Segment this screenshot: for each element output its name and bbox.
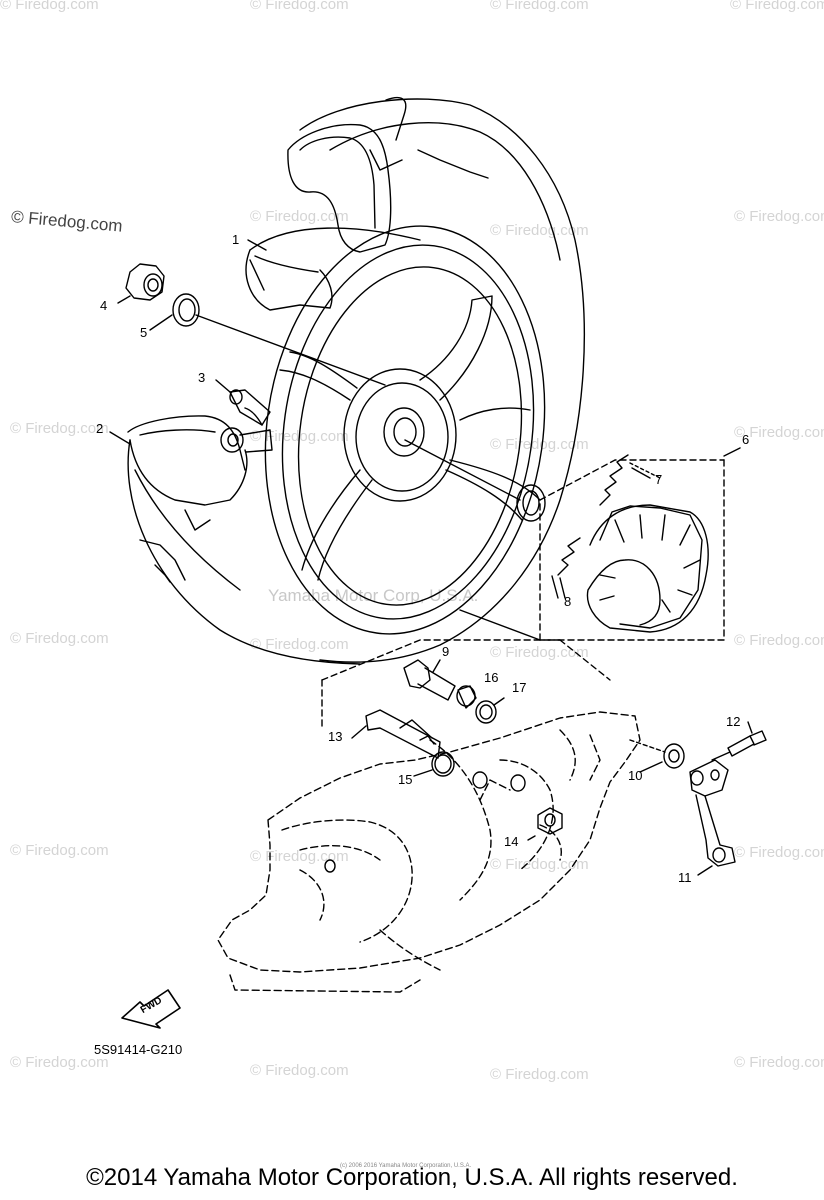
callout-3: 3 xyxy=(198,370,206,385)
part-12-bolt xyxy=(711,721,767,761)
callout-5: 5 xyxy=(140,325,148,340)
callout-17: 17 xyxy=(512,680,527,695)
part-11-brake-arm xyxy=(689,759,736,876)
callout-6: 6 xyxy=(742,432,750,447)
callout-8: 8 xyxy=(564,594,572,609)
leader-line xyxy=(195,314,386,386)
part-17-oring xyxy=(475,697,505,724)
part-10-washer xyxy=(629,739,685,773)
callout-16: 16 xyxy=(484,670,499,685)
cam-group-box xyxy=(321,609,611,731)
leader-line xyxy=(215,379,231,393)
brake-shoe-group xyxy=(539,447,741,641)
part-5-washer xyxy=(172,293,200,327)
callout-15: 15 xyxy=(398,772,413,787)
callout-9: 9 xyxy=(442,644,450,659)
yamaha-watermark: Yamaha Motor Corp, U.S.A. xyxy=(268,586,479,605)
engine-crankcase xyxy=(217,711,641,993)
part-9-camshaft xyxy=(403,659,456,701)
leader-line xyxy=(109,431,131,445)
small-credit: (c) 2006 2016 Yamaha Motor Corporation, … xyxy=(340,1163,472,1169)
part-13-shaft xyxy=(351,709,441,759)
diagram-code: 5S91414-G210 xyxy=(94,1042,183,1057)
callout-13: 13 xyxy=(328,729,343,744)
part-15-circlip xyxy=(413,751,455,777)
callout-4: 4 xyxy=(100,298,108,313)
callout-7: 7 xyxy=(655,472,663,487)
fwd-arrow xyxy=(121,989,181,1029)
part-3-axle xyxy=(229,389,271,426)
callout-2: 2 xyxy=(96,421,104,436)
part-14-nut xyxy=(527,807,563,841)
leader-line xyxy=(117,295,131,304)
leader-line xyxy=(247,239,267,251)
copyright-footer: ©2014 Yamaha Motor Corporation, U.S.A. A… xyxy=(86,1164,738,1191)
leader-line xyxy=(149,314,173,331)
hub-seal xyxy=(516,484,546,522)
part-4-nut xyxy=(125,263,165,301)
callout-10: 10 xyxy=(628,768,643,783)
part-16-collar xyxy=(456,685,477,709)
wheel-tire xyxy=(127,97,585,665)
callout-14: 14 xyxy=(504,834,519,849)
callout-1: 1 xyxy=(232,232,240,247)
callout-12: 12 xyxy=(726,714,741,729)
leader-line xyxy=(404,439,521,501)
callout-11: 11 xyxy=(678,870,692,885)
